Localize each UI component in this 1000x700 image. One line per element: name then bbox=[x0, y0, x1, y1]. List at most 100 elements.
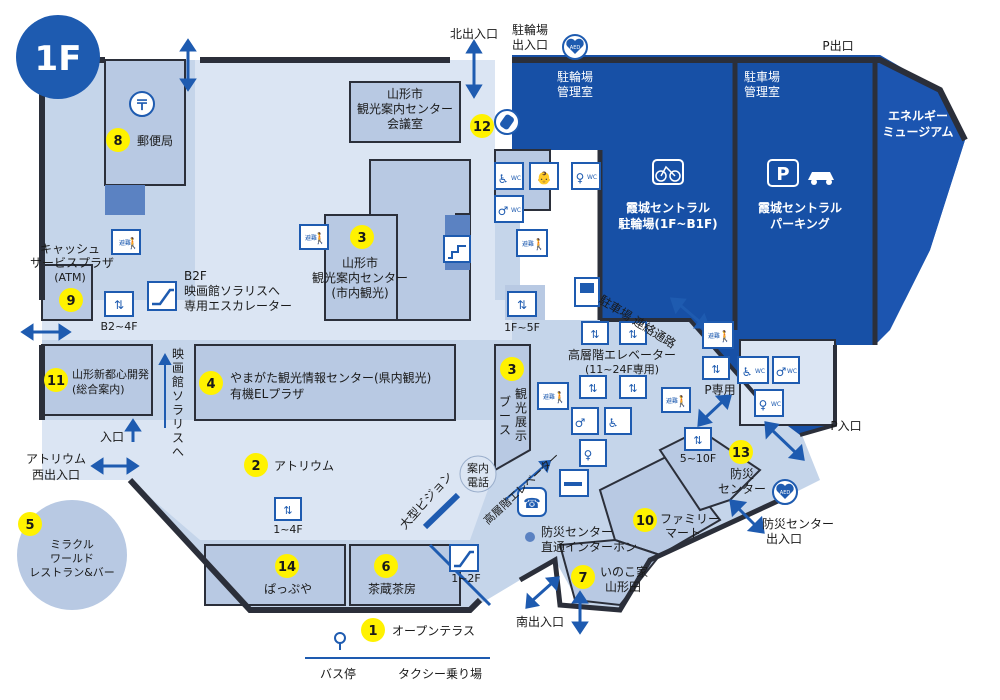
corridor-wall bbox=[600, 318, 762, 402]
label-tourist-3: (市内観光) bbox=[331, 285, 388, 300]
label-bus-stop: バス停 bbox=[320, 666, 356, 681]
svg-text:🚶: 🚶 bbox=[553, 391, 567, 404]
evac-icon-exhibit: 避難 🚶 bbox=[537, 382, 569, 410]
label-exhibit-0: 観 bbox=[515, 387, 527, 401]
evac-icon-corridor: 避難 🚶 bbox=[702, 321, 734, 349]
p-only-arrow bbox=[697, 394, 733, 428]
marker-5: 5 bbox=[18, 512, 42, 536]
big-vision-screen bbox=[422, 492, 461, 530]
svg-text:避難: 避難 bbox=[522, 240, 534, 248]
label-guide-phone-1: 案内 bbox=[467, 461, 489, 475]
label-atrium: アトリウム bbox=[274, 459, 334, 473]
papupuya-room bbox=[204, 544, 346, 606]
intercom-dot bbox=[525, 532, 535, 542]
svg-text:♿: ♿ bbox=[742, 365, 753, 379]
elevator-icon-pspec: ⇅ bbox=[702, 356, 730, 380]
label-cinema-v-6: ス bbox=[172, 431, 184, 445]
label-south-entrance: 南出入口 bbox=[516, 614, 564, 629]
svg-text:⇅: ⇅ bbox=[711, 363, 720, 376]
label-familymart-2: マート bbox=[665, 526, 701, 540]
marker-13: 13 bbox=[729, 440, 753, 464]
label-cinema-v-2: 館 bbox=[172, 374, 184, 389]
svg-text:避難: 避難 bbox=[708, 332, 720, 340]
marker-4: 4 bbox=[199, 371, 223, 395]
svg-text:AED: AED bbox=[570, 45, 581, 51]
floor-badge-label: 1F bbox=[35, 39, 82, 79]
label-conference-2: 観光案内センター bbox=[357, 101, 453, 116]
label-cash-2: サービスプラザ bbox=[30, 256, 114, 270]
svg-text:⇅: ⇅ bbox=[628, 328, 637, 341]
svg-text:6: 6 bbox=[381, 560, 390, 575]
label-esc-1-2f: 1~2F bbox=[451, 572, 481, 585]
label-cinema-esc-3: 専用エスカレーター bbox=[184, 299, 292, 313]
stairs-icon bbox=[443, 235, 471, 263]
high-elevator-arrow bbox=[504, 459, 552, 501]
label-disaster-exit-2: 出入口 bbox=[766, 532, 802, 546]
svg-text:4: 4 bbox=[206, 377, 215, 392]
label-elev-1-4f: 1~4F bbox=[273, 523, 303, 536]
label-entrance: 入口 bbox=[100, 430, 124, 444]
svg-text:♂: ♂ bbox=[575, 416, 586, 430]
escalator-icon-b2 bbox=[147, 281, 177, 311]
svg-text:⇅: ⇅ bbox=[693, 434, 702, 447]
accessible-wc-icon-right: ♿ WC bbox=[737, 356, 769, 384]
wc-icons-center: ♂ ♿ ♀ bbox=[571, 407, 632, 467]
female-wc-icon-right: ♀ WC bbox=[754, 389, 784, 417]
marker-6: 6 bbox=[374, 554, 398, 578]
label-guide-phone-2: 電話 bbox=[467, 475, 489, 489]
label-miracle-2: ワールド bbox=[50, 552, 94, 565]
label-p-exit: P出口 bbox=[822, 39, 853, 53]
label-post-office: 郵便局 bbox=[137, 134, 173, 148]
label-elev-b2-4f: B2~4F bbox=[100, 320, 137, 333]
label-inoko-2: 山形田 bbox=[605, 580, 641, 594]
familymart-room bbox=[598, 453, 722, 557]
svg-text:〒: 〒 bbox=[135, 98, 149, 114]
svg-text:♀: ♀ bbox=[759, 398, 768, 412]
elevator-icon-5-10f: ⇅ bbox=[684, 427, 712, 451]
label-bicycle-entrance-1: 駐輪場 bbox=[512, 22, 548, 37]
miracle-world-circle bbox=[17, 500, 127, 610]
label-booth-1: ー bbox=[499, 409, 511, 423]
elevator-icon-1f5f: ⇅ bbox=[507, 291, 537, 317]
label-yamagata-info-1: やまがた観光情報センター(県内観光) bbox=[230, 370, 431, 385]
label-cinema-v-7: へ bbox=[172, 445, 184, 459]
label-disaster-center-1: 防災 bbox=[730, 466, 754, 481]
svg-text:🚶: 🚶 bbox=[718, 330, 732, 343]
energy-museum-block bbox=[875, 55, 965, 345]
label-bicycle-entrance-2: 出入口 bbox=[512, 38, 548, 52]
baby-room-icon: 👶 bbox=[529, 162, 559, 190]
label-yamagata-info-2: 有機ELプラザ bbox=[230, 386, 304, 401]
svg-text:☎: ☎ bbox=[523, 496, 540, 512]
label-elev-1f-5f: 1F~5F bbox=[504, 321, 540, 334]
cinema-arrow bbox=[158, 352, 172, 428]
label-energy-museum-1: エネルギー bbox=[888, 108, 948, 123]
label-cash-3: (ATM) bbox=[54, 271, 85, 284]
label-cinema-v-3: ソ bbox=[172, 389, 184, 403]
marker-3a: 3 bbox=[350, 225, 374, 249]
label-familymart-1: ファミリー bbox=[660, 512, 720, 526]
label-north-entrance: 北出入口 bbox=[450, 27, 498, 41]
evac-icon-cash: 避難 🚶 bbox=[111, 229, 141, 255]
label-car-parking-2: パーキング bbox=[770, 216, 830, 231]
label-tourist-1: 山形市 bbox=[342, 255, 378, 270]
marker-3b: 3 bbox=[500, 357, 524, 381]
elevator-icon-b2: ⇅ bbox=[104, 291, 134, 317]
label-cinema-esc-1: B2F bbox=[184, 269, 207, 283]
label-exhibit-3: 示 bbox=[515, 429, 527, 443]
label-high-elevator-2: (11~24F専用) bbox=[585, 363, 659, 376]
male-wc-icon: ♂ WC bbox=[494, 195, 524, 223]
svg-text:🚶: 🚶 bbox=[126, 237, 140, 250]
label-p-entrance: P入口 bbox=[830, 419, 861, 433]
marker-9: 9 bbox=[59, 288, 83, 312]
svg-text:8: 8 bbox=[113, 134, 122, 149]
svg-text:♂: ♂ bbox=[498, 204, 509, 218]
label-cinema-v-5: リ bbox=[172, 417, 184, 431]
evac-icon-1f5f: 避難 🚶 bbox=[516, 229, 548, 257]
aed-icon-south: AED bbox=[772, 479, 798, 505]
svg-text:⇅: ⇅ bbox=[283, 504, 292, 517]
label-booth-2: ス bbox=[499, 423, 511, 437]
label-disaster-phone-2: 直通インターホン bbox=[541, 540, 637, 554]
escalator-rail bbox=[428, 543, 492, 607]
label-cinema-esc-2: 映画館ソラリスへ bbox=[184, 283, 280, 298]
